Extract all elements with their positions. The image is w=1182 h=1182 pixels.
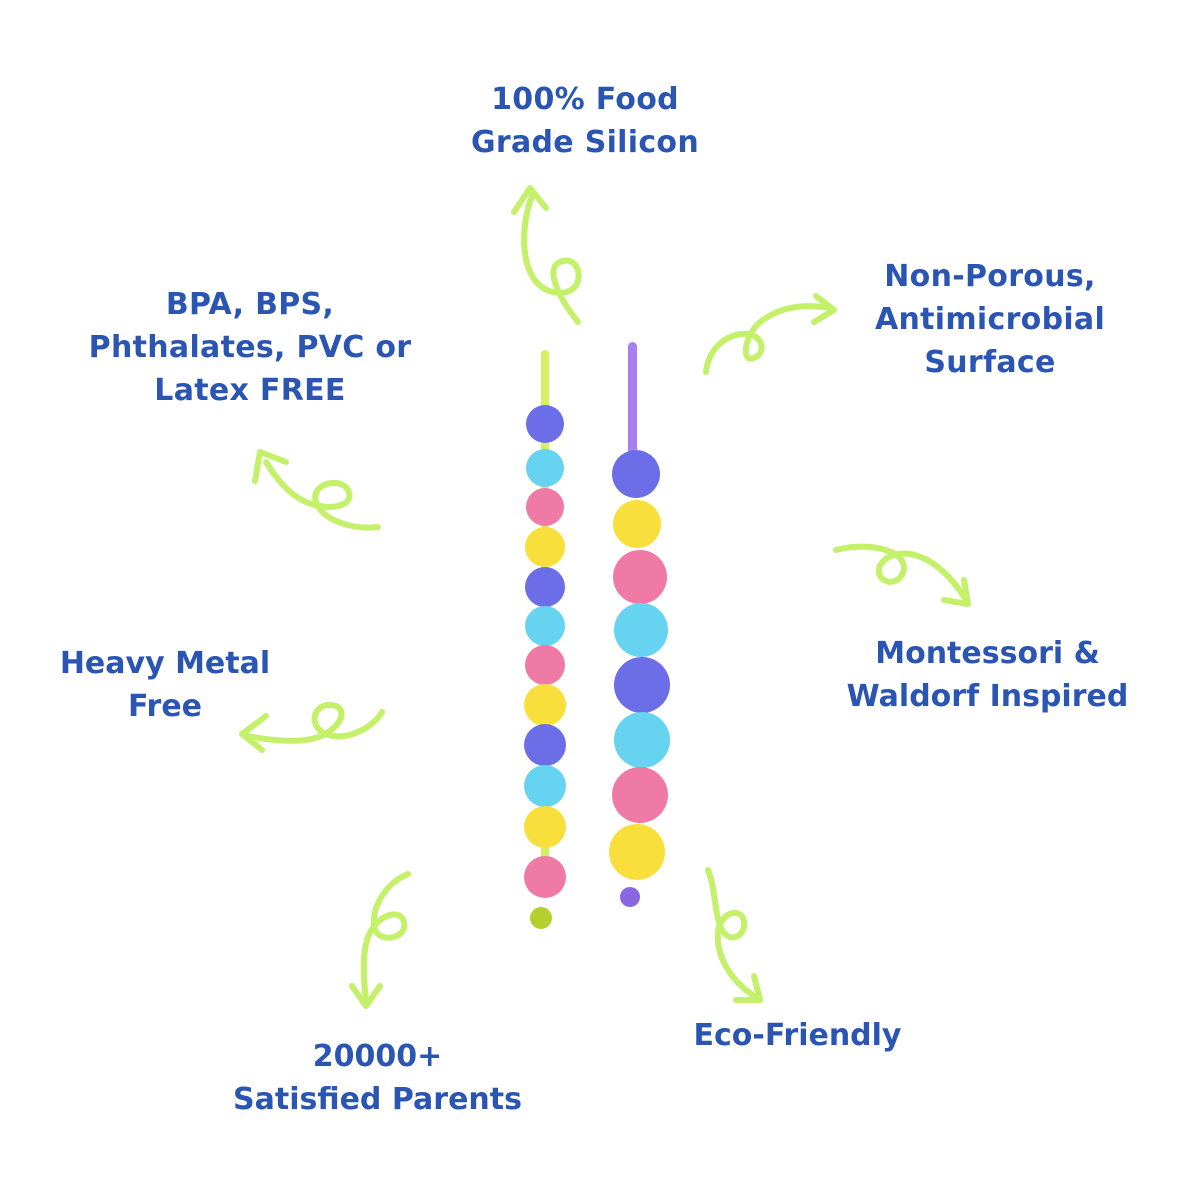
left-bead-strand: [524, 350, 566, 929]
feature-heavy-metal-free: Heavy Metal Free: [40, 642, 290, 728]
feature-line: BPA, BPS,: [165, 287, 335, 322]
feature-line: Non-Porous,: [884, 259, 1096, 294]
feature-eco-friendly: Eco-Friendly: [660, 1014, 935, 1057]
right-bead-strand: [609, 342, 670, 907]
feature-line: Latex FREE: [154, 373, 346, 408]
feature-line: 100% Food: [491, 82, 679, 117]
feature-line: Montessori &: [875, 636, 1100, 671]
feature-line: Eco-Friendly: [693, 1018, 902, 1053]
feature-line: Surface: [924, 345, 1056, 380]
feature-line: 20000+: [312, 1039, 443, 1074]
curly-arrow-icon: [705, 867, 763, 1003]
curly-arrow-icon: [703, 293, 837, 375]
feature-satisfied-parents: 20000+ Satisfied Parents: [215, 1035, 540, 1121]
curly-arrow-icon: [349, 871, 411, 1009]
curly-arrow-icon: [252, 449, 381, 531]
feature-non-porous: Non-Porous, Antimicrobial Surface: [845, 255, 1135, 384]
feature-montessori: Montessori & Waldorf Inspired: [830, 632, 1145, 718]
feature-line: Antimicrobial: [874, 302, 1106, 337]
feature-line: Heavy Metal: [59, 646, 271, 681]
feature-line: Waldorf Inspired: [846, 679, 1129, 714]
curly-arrow-icon: [511, 185, 582, 325]
feature-line: Grade Silicon: [470, 125, 700, 160]
feature-line: Satisfied Parents: [233, 1082, 522, 1117]
feature-food-grade: 100% Food Grade Silicon: [420, 78, 750, 164]
curly-arrow-icon: [833, 543, 971, 607]
curly-arrow-icon: [239, 701, 385, 753]
feature-line: Free: [127, 689, 203, 724]
feature-line: Phthalates, PVC or: [88, 330, 412, 365]
feature-bpa-free: BPA, BPS, Phthalates, PVC or Latex FREE: [40, 283, 460, 412]
